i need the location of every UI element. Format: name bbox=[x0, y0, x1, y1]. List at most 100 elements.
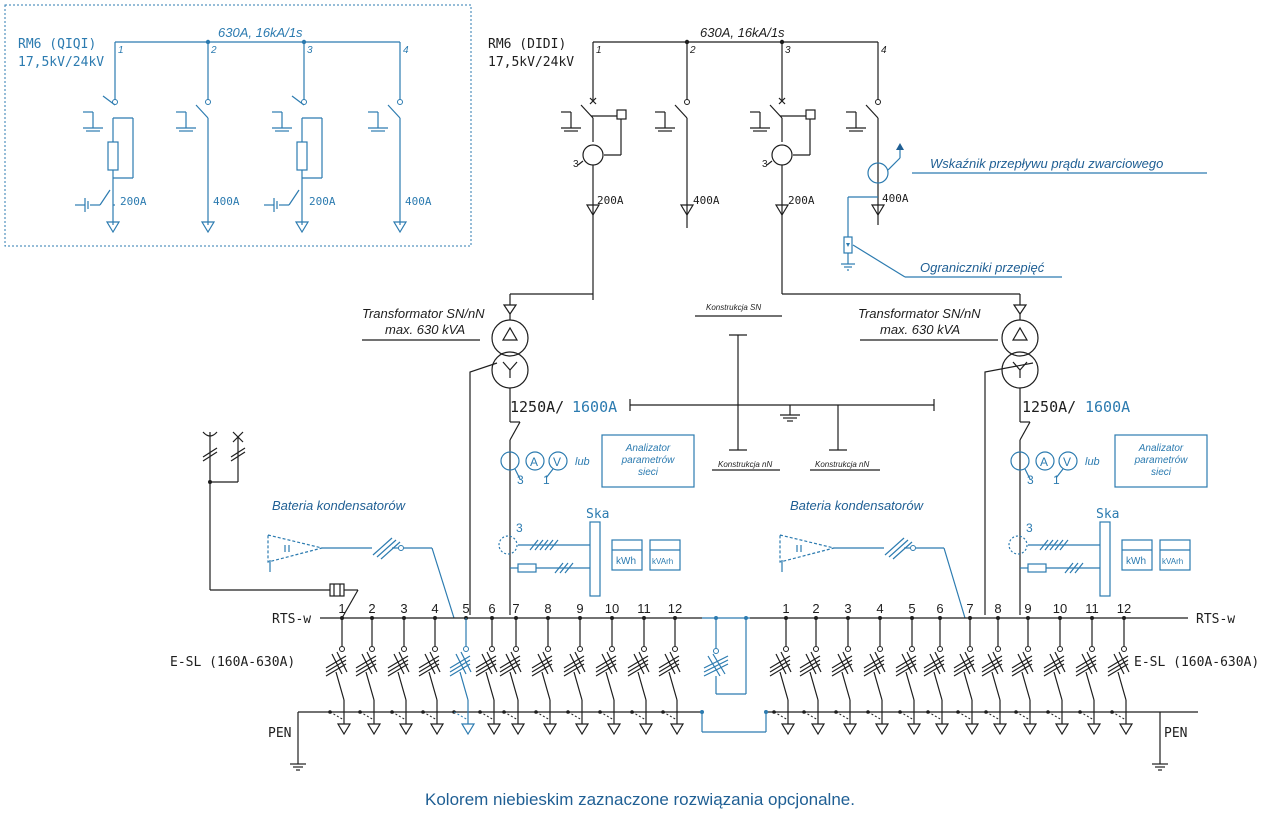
feeder-right-12: 12 bbox=[1107, 601, 1134, 736]
feeder-number: 4 bbox=[881, 45, 887, 56]
feeder-left-12: 12 bbox=[658, 601, 685, 736]
analyzer-box bbox=[1114, 434, 1208, 488]
surge-arrester-callout: Ograniczniki przepięć bbox=[852, 244, 1062, 278]
analyzer-line1: Analizator bbox=[625, 443, 671, 454]
feeder-number: 2 bbox=[210, 45, 217, 56]
breaker-left: 1250A/ 1600A bbox=[509, 398, 617, 615]
ct-count: 3 bbox=[573, 159, 579, 170]
feeder-right-10: 10 bbox=[1043, 601, 1070, 736]
feeder-number: 3 bbox=[400, 601, 407, 616]
voltmeter-icon: V bbox=[1063, 455, 1071, 469]
feeder-left-2: 2 bbox=[355, 601, 382, 736]
meter-ct-count: 3 bbox=[516, 521, 523, 535]
feeder-left-10: 10 bbox=[595, 601, 622, 736]
feeder-right-7: 7 bbox=[953, 601, 980, 736]
structure-nn-label: Konstrukcja nN bbox=[815, 460, 869, 469]
busbar-rts-w: RTS-w RTS-w E-SL (160A-630A) E-SL (160A-… bbox=[170, 612, 1259, 771]
analyzer-line2: parametrów bbox=[621, 455, 676, 466]
analyzer-line3: sieci bbox=[638, 467, 659, 478]
ska-label: Ska bbox=[586, 507, 609, 522]
breaker-rating-base: 1250A/ bbox=[1022, 398, 1076, 416]
transformer-right: Transformator SN/nN max. 630 kVA bbox=[858, 304, 1039, 412]
transformer-right-name: Transformator SN/nN bbox=[858, 306, 981, 321]
or-label: lub bbox=[1085, 456, 1100, 468]
feeder-number: 1 bbox=[118, 45, 124, 56]
rm6-qiqi-feeders: 1 200A 2 400A bbox=[75, 42, 432, 234]
feeder-number: 8 bbox=[544, 601, 551, 616]
kwh-meter-label: kWh bbox=[616, 556, 636, 567]
vt-count: 1 bbox=[1053, 473, 1060, 487]
feeder-number: 10 bbox=[605, 601, 619, 616]
feeder-left-9: 9 bbox=[563, 601, 590, 736]
feeder-number: 4 bbox=[431, 601, 438, 616]
pen-label-left: PEN bbox=[268, 726, 291, 741]
feeder-left-7: 7 bbox=[499, 601, 526, 736]
surge-arrester-label: Ograniczniki przepięć bbox=[920, 260, 1045, 275]
feeder-number: 8 bbox=[994, 601, 1001, 616]
feeder-number: 3 bbox=[785, 45, 791, 56]
feeder-number: 9 bbox=[1024, 601, 1031, 616]
feeder-number: 1 bbox=[338, 601, 345, 616]
rm6-qiqi-rating: 630A, 16kA/1s bbox=[218, 25, 303, 40]
breaker-rating-option: 1600A bbox=[572, 398, 617, 416]
voltmeter-icon: V bbox=[553, 455, 561, 469]
ammeter-icon: A bbox=[1040, 455, 1048, 469]
reserve-supply bbox=[202, 431, 359, 619]
fuse-label-right: E-SL (160A-630A) bbox=[1134, 655, 1259, 670]
transformer-left-power: max. 630 kVA bbox=[385, 322, 465, 337]
feeder-rating: 200A bbox=[120, 195, 147, 208]
capacitor-bank-left: Bateria kondensatorów bbox=[267, 498, 455, 619]
feeder-number: 11 bbox=[637, 601, 651, 616]
feeder-number: 3 bbox=[307, 45, 313, 56]
feeder-left-11: 11 bbox=[627, 601, 654, 736]
transformer-right-power: max. 630 kVA bbox=[880, 322, 960, 337]
feeder-number: 12 bbox=[668, 601, 682, 616]
rm6-qiqi-voltage: 17,5kV/24kV bbox=[18, 55, 104, 70]
kvarh-meter-label: kVArh bbox=[652, 557, 673, 566]
feeder-right-1: 1 bbox=[769, 601, 796, 736]
kwh-meter-label: kWh bbox=[1126, 556, 1146, 567]
earthing-structure: Konstrukcja SN Konstrukcja nN Konstrukcj… bbox=[629, 303, 935, 471]
feeder-number: 6 bbox=[488, 601, 495, 616]
feeder-number: 10 bbox=[1053, 601, 1067, 616]
ammeter-icon: A bbox=[530, 455, 538, 469]
feeder-left-4: 4 bbox=[418, 601, 445, 736]
rm6-didi-voltage: 17,5kV/24kV bbox=[488, 55, 574, 70]
feeder-rating: 200A bbox=[788, 194, 815, 207]
rm6-qiqi-title: RM6 (QIQI) bbox=[18, 37, 96, 52]
breaker-rating-base: 1250A/ bbox=[510, 398, 564, 416]
feeder-rating: 400A bbox=[882, 192, 909, 205]
rm6-didi-rating: 630A, 16kA/1s bbox=[700, 25, 785, 40]
meter-ct-count: 3 bbox=[1026, 521, 1033, 535]
feeder-number: 2 bbox=[812, 601, 819, 616]
feeder-rating: 200A bbox=[309, 195, 336, 208]
rm6-qiqi-panel: RM6 (QIQI) 17,5kV/24kV 630A, 16kA/1s 1 2… bbox=[4, 4, 472, 247]
feeder-number: 12 bbox=[1117, 601, 1131, 616]
structure-nn-label: Konstrukcja nN bbox=[718, 460, 772, 469]
breaker-right: 1250A/ 1600A bbox=[1019, 398, 1130, 615]
analyzer-line3: sieci bbox=[1151, 467, 1172, 478]
footer-note: Kolorem niebieskim zaznaczone rozwiązani… bbox=[425, 790, 855, 809]
feeder-right-2: 2 bbox=[799, 601, 826, 736]
feeder-left-6: 6 bbox=[475, 601, 502, 736]
feeder-number: 7 bbox=[966, 601, 973, 616]
feeder-rating: 400A bbox=[405, 195, 432, 208]
busbar-name-right: RTS-w bbox=[1196, 612, 1235, 627]
feeder-number: 5 bbox=[462, 601, 469, 616]
feeder-right-5: 5 bbox=[895, 601, 922, 736]
analyzer-box bbox=[601, 434, 695, 488]
ct-count: 3 bbox=[517, 473, 524, 487]
capacitor-bank-right: Bateria kondensatorów bbox=[779, 498, 966, 619]
vt-count: 1 bbox=[543, 473, 550, 487]
structure-sn-label: Konstrukcja SN bbox=[706, 303, 761, 312]
feeder-number: 5 bbox=[908, 601, 915, 616]
measurement-left: 3 A V 1 lub Analizator parametrów sieci … bbox=[498, 434, 695, 597]
feeder-rating: 400A bbox=[213, 195, 240, 208]
feeder-right-9: 9 bbox=[1011, 601, 1038, 736]
feeder-left-5: 5 bbox=[449, 601, 476, 736]
feeder-rating: 200A bbox=[597, 194, 624, 207]
ct-count: 3 bbox=[762, 159, 768, 170]
transformer-left: Transformator SN/nN max. 630 kVA bbox=[362, 304, 529, 412]
